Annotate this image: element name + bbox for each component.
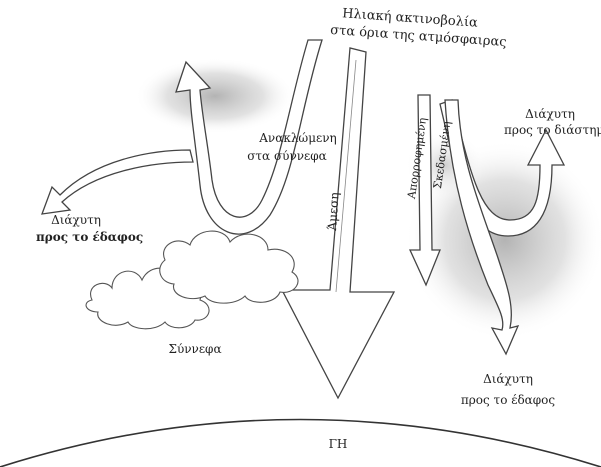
label-space-line2: προς το διάστημα bbox=[504, 124, 600, 138]
label-clouds: Σύννεφα bbox=[160, 343, 230, 357]
diffuse-ground-left-arrow bbox=[42, 150, 193, 214]
haze-upper-left bbox=[135, 58, 295, 134]
label-direct: Άμεση bbox=[326, 192, 342, 231]
label-left-ground-line1: Διάχυτη bbox=[46, 214, 106, 228]
label-space-line1: Διάχυτη bbox=[520, 108, 580, 122]
label-earth: ΓΗ bbox=[318, 438, 358, 452]
label-right-ground-line2: προς το έδαφος bbox=[458, 394, 558, 408]
label-left-ground-line2: προς το έδαφος bbox=[36, 231, 120, 245]
earth-surface-arc bbox=[0, 420, 601, 467]
clouds-graphic bbox=[86, 231, 298, 329]
label-right-ground-line1: Διάχυτη bbox=[478, 373, 538, 387]
label-reflected-line2: στα σύννεφα bbox=[242, 150, 332, 164]
label-reflected-line1: Ανακλώμενη bbox=[258, 132, 338, 146]
